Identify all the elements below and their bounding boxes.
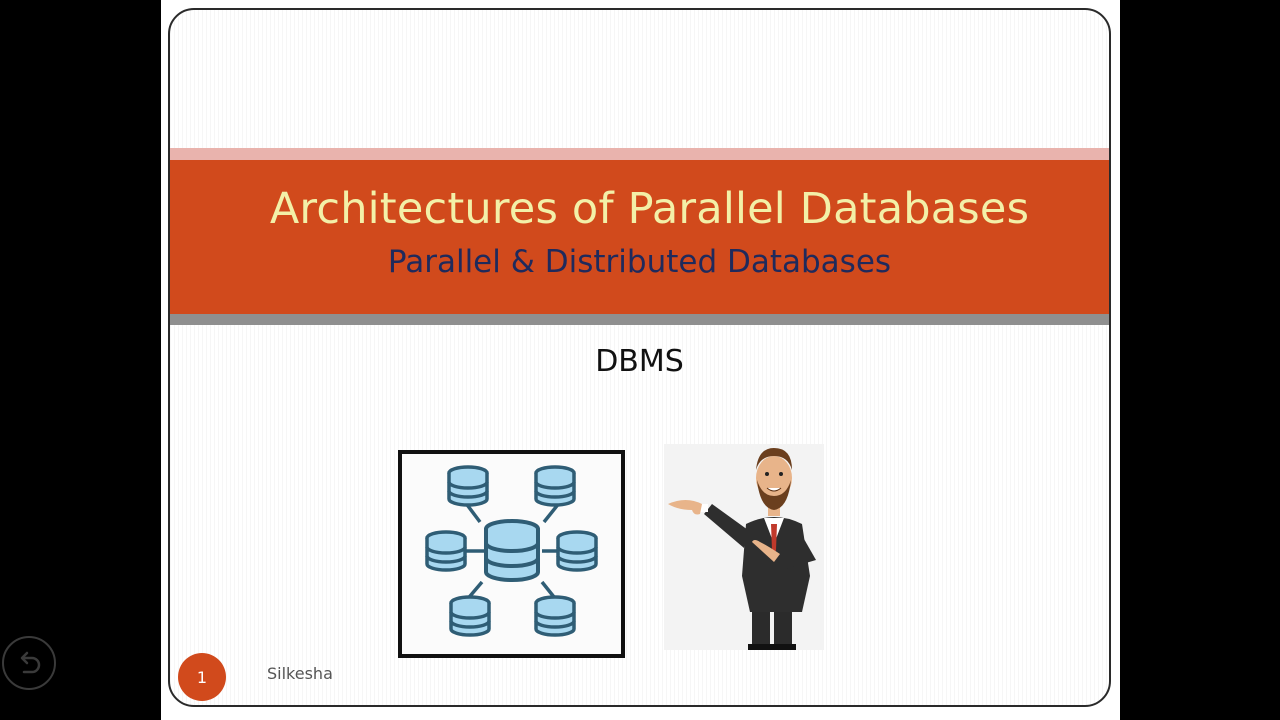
database-icon [534, 595, 576, 637]
slide-subtitle: Parallel & Distributed Databases [387, 244, 892, 280]
accent-stripe-bottom [170, 314, 1109, 325]
accent-stripe-top [170, 148, 1109, 160]
title-band: Architectures of Parallel Databases Para… [170, 160, 1109, 314]
database-icon [556, 530, 598, 572]
author-label: Silkesha [267, 664, 333, 683]
database-icon [425, 530, 467, 572]
presenter-figure [668, 448, 816, 650]
undo-arrow-icon [20, 651, 41, 674]
central-database-icon [484, 519, 540, 582]
database-network-icon [425, 465, 598, 637]
database-network-image [398, 450, 625, 658]
slide-title: Architectures of Parallel Databases [269, 184, 1030, 234]
database-icon [534, 465, 576, 507]
slide: Architectures of Parallel Databases Para… [168, 8, 1111, 707]
database-icon [449, 595, 491, 637]
presenter-illustration [664, 444, 824, 650]
database-icon [447, 465, 489, 507]
slide-number-badge: 1 [178, 653, 226, 701]
topic-label: DBMS [595, 344, 684, 379]
back-button[interactable] [2, 636, 56, 690]
slide-area: Architectures of Parallel Databases Para… [161, 0, 1120, 720]
